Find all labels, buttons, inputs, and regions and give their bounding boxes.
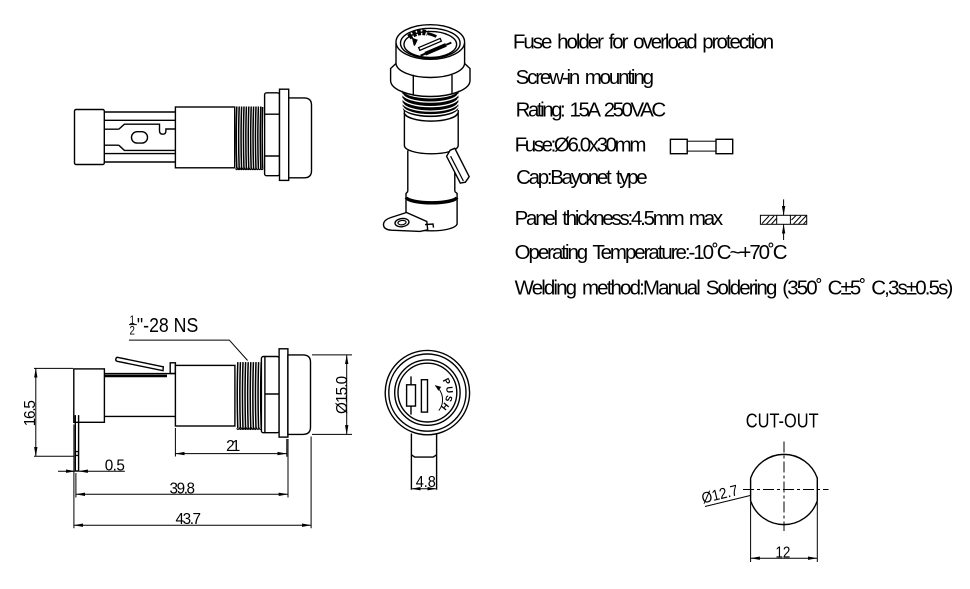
svg-text:Fuse holder for overload prote: Fuse holder for overload protection	[513, 31, 774, 54]
svg-text:Cap:Bayonet type: Cap:Bayonet type	[516, 166, 648, 189]
svg-text:1: 1	[130, 315, 135, 327]
svg-text:Screw-in mounting: Screw-in mounting	[516, 66, 654, 89]
svg-text:Panel thickness:4.5mm max: Panel thickness:4.5mm max	[515, 207, 724, 230]
svg-text:Operating Temperature:-10˚C~+7: Operating Temperature:-10˚C~+70˚C	[515, 241, 788, 264]
svg-text:2: 2	[130, 325, 135, 337]
svg-text:CUT-OUT: CUT-OUT	[746, 409, 819, 432]
svg-text:"-28 NS: "-28 NS	[137, 314, 198, 337]
svg-text:Rating: 15A 250VAC: Rating: 15A 250VAC	[516, 99, 667, 122]
svg-text:Fuse:Ø6.0x30mm: Fuse:Ø6.0x30mm	[515, 133, 647, 156]
svg-text:12: 12	[775, 544, 790, 561]
svg-text:Ø15.0: Ø15.0	[334, 376, 351, 414]
svg-text:Welding method:Manual Solderin: Welding method:Manual Soldering (350˚ C±…	[515, 277, 954, 300]
svg-text:0.5: 0.5	[105, 457, 125, 474]
svg-text:16.5: 16.5	[22, 400, 39, 426]
svg-text:43.7: 43.7	[176, 511, 202, 528]
svg-text:21: 21	[226, 438, 240, 455]
svg-text:39.8: 39.8	[170, 480, 196, 497]
svg-text:4.8: 4.8	[416, 474, 436, 491]
